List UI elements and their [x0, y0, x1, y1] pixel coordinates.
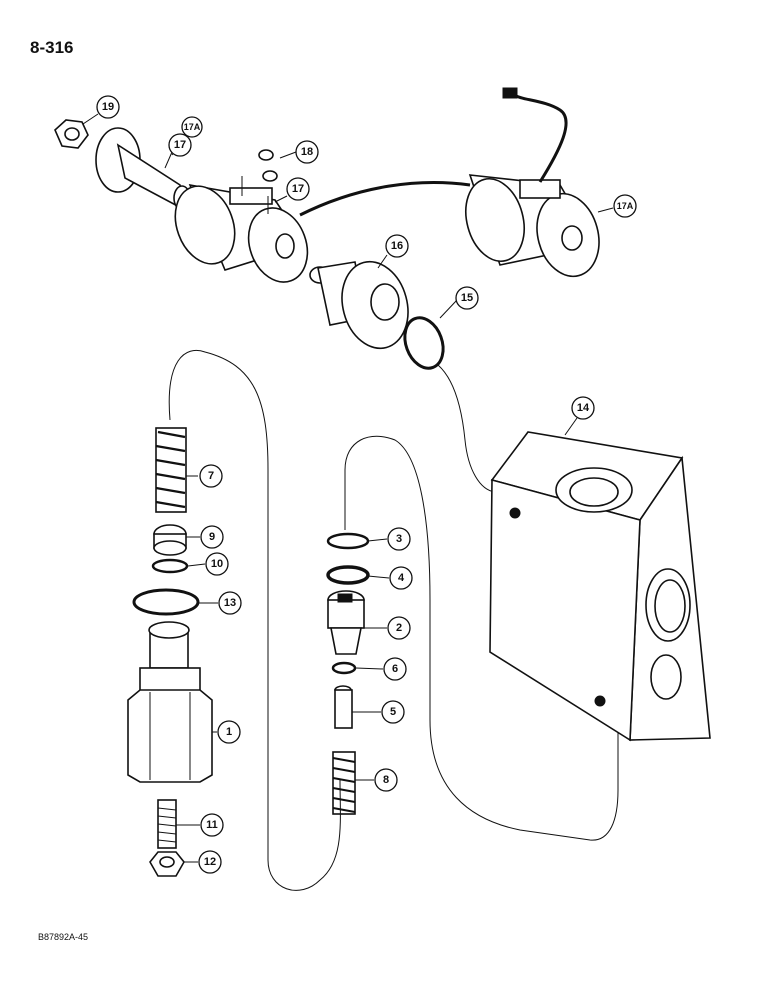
callout-5: 5 [381, 700, 405, 724]
svg-text:10: 10 [211, 558, 223, 570]
svg-text:14: 14 [577, 402, 590, 414]
assembly-path-left [168, 350, 341, 891]
part-15-o-ring [403, 316, 445, 370]
part-13-o-ring [132, 588, 200, 616]
callout-2: 2 [387, 616, 411, 640]
part-2-poppet-cage [327, 590, 365, 655]
part-6-o-ring [331, 661, 357, 675]
part-9-seat [153, 524, 187, 556]
part-10-o-ring [151, 558, 189, 574]
callout-16: 16 [385, 234, 409, 258]
part-7-spring [155, 427, 187, 513]
part-8-spring [332, 751, 356, 815]
callout-18: 18 [295, 140, 319, 164]
callout-17-top: 17 [168, 133, 192, 157]
callout-12: 12 [198, 850, 222, 874]
svg-text:16: 16 [391, 240, 403, 252]
svg-text:3: 3 [396, 533, 402, 545]
leader-lines [82, 113, 614, 863]
callout-7: 7 [199, 464, 223, 488]
part-16-cartridge [309, 260, 409, 350]
part-3-backup-ring [326, 532, 370, 550]
svg-text:9: 9 [209, 531, 215, 543]
callout-15: 15 [455, 286, 479, 310]
svg-text:17: 17 [174, 139, 186, 151]
part-18-nuts [258, 149, 278, 182]
part-17a-coil [465, 87, 600, 278]
part-4-o-ring [326, 565, 370, 585]
svg-text:7: 7 [208, 470, 214, 482]
svg-text:12: 12 [204, 856, 216, 868]
part-11-set-screw [157, 799, 177, 849]
part-19-nut [54, 119, 89, 149]
svg-text:17A: 17A [184, 122, 201, 132]
assembly-path-seal [437, 364, 496, 493]
part-5-poppet [334, 685, 353, 729]
part-17-coil [174, 176, 309, 283]
figure-code: B87892A-45 [38, 932, 89, 942]
svg-text:5: 5 [390, 706, 396, 718]
svg-text:11: 11 [206, 819, 218, 831]
part-14-valve-body [489, 431, 711, 742]
part-12-nut [149, 851, 185, 877]
callout-11: 11 [200, 813, 224, 837]
callout-13: 13 [218, 591, 242, 615]
callout-8: 8 [374, 768, 398, 792]
page-number: 8-316 [30, 38, 74, 57]
svg-text:15: 15 [461, 292, 473, 304]
svg-text:13: 13 [224, 597, 236, 609]
svg-text:17A: 17A [617, 201, 634, 211]
callout-4: 4 [389, 566, 413, 590]
svg-text:8: 8 [383, 774, 389, 786]
svg-text:19: 19 [102, 101, 114, 113]
svg-text:4: 4 [398, 572, 405, 584]
svg-text:17: 17 [292, 183, 304, 195]
callout-3: 3 [387, 527, 411, 551]
callout-17a-top: 17A [181, 116, 203, 138]
svg-text:2: 2 [396, 622, 402, 634]
wire-harness [299, 181, 471, 217]
svg-text:1: 1 [226, 726, 232, 738]
callout-19: 19 [96, 95, 120, 119]
svg-text:6: 6 [392, 663, 398, 675]
callout-10: 10 [205, 552, 229, 576]
callout-1: 1 [217, 720, 241, 744]
svg-text:18: 18 [301, 146, 313, 158]
callout-17a-right: 17A [613, 194, 637, 218]
callout-9: 9 [200, 525, 224, 549]
callout-6: 6 [383, 657, 407, 681]
callout-17-mid: 17 [286, 177, 310, 201]
assembly-path-middle [344, 435, 619, 841]
callout-14: 14 [571, 396, 595, 420]
part-1-relief-valve [127, 621, 213, 783]
